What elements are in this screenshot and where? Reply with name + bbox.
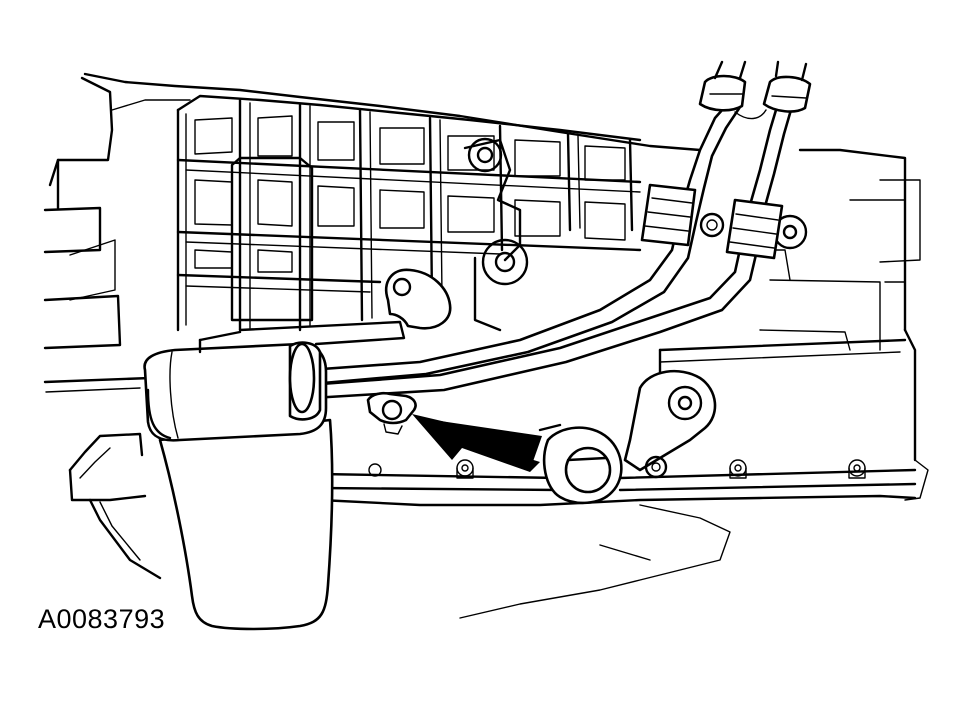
arrow-pointing-left-icon [412, 414, 542, 472]
oil-pan [68, 432, 929, 619]
transmission-housing [43, 72, 921, 462]
bracket [385, 268, 452, 330]
figure-id-label: A0083793 [38, 604, 166, 634]
oil-filter [143, 320, 406, 631]
shift-lever-linkage [542, 369, 717, 505]
case-bolt-bosses [463, 137, 808, 332]
target-fitting [366, 391, 417, 435]
cooler-hose-fittings [640, 60, 812, 260]
case-ribs [176, 94, 642, 332]
